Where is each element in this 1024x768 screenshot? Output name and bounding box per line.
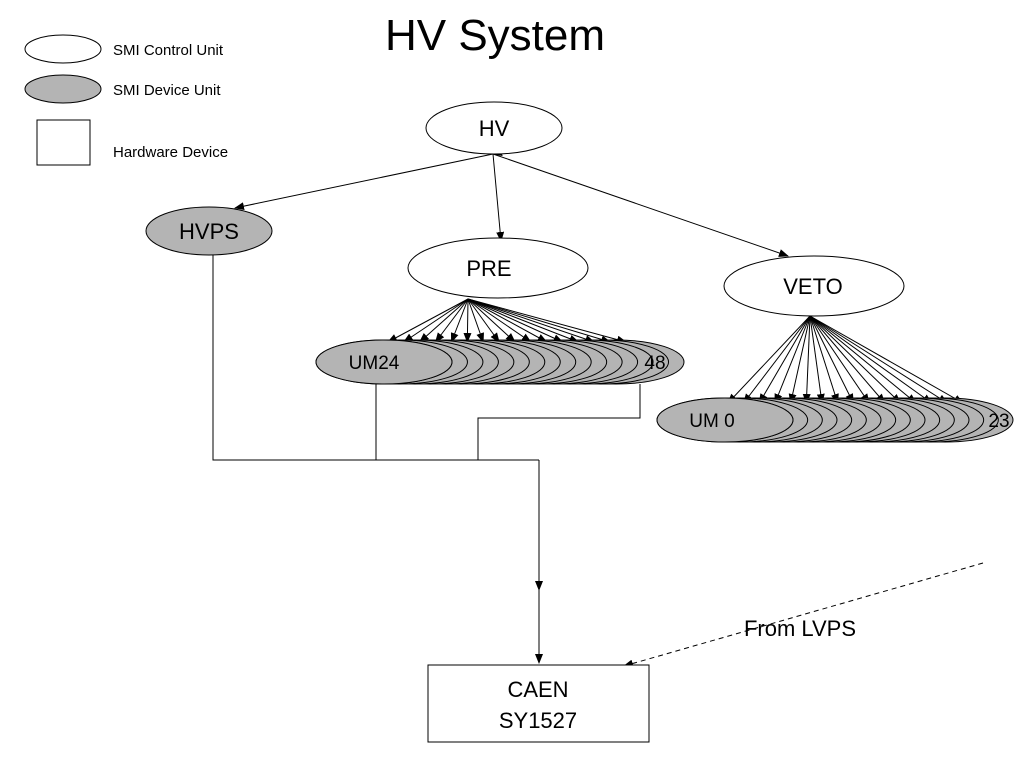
pre-fanout-arrow bbox=[467, 298, 484, 343]
pre-fanout-arrow bbox=[467, 298, 580, 343]
pre-node bbox=[407, 237, 589, 299]
hvps-node bbox=[145, 206, 273, 256]
veto-fanout-arrow bbox=[758, 315, 811, 404]
veto-fanout-arrows bbox=[727, 315, 964, 404]
pre-um-first-label: UM24 bbox=[349, 353, 400, 374]
pre-fanout-arrow bbox=[403, 298, 469, 343]
from-lvps-link bbox=[623, 562, 984, 668]
hv-node-label: HV bbox=[479, 116, 510, 141]
legend-hardware-device-symbol bbox=[36, 119, 91, 166]
caen-label-line1: CAEN bbox=[507, 677, 568, 702]
diagram-title: HV System bbox=[385, 11, 605, 60]
legend: SMI Control Unit SMI Device Unit Hardwar… bbox=[24, 34, 228, 166]
pre-fanout-arrow bbox=[467, 298, 564, 343]
veto-um-first bbox=[656, 397, 794, 443]
pre-fanout-arrow bbox=[467, 298, 548, 343]
hv-veto-link bbox=[492, 153, 789, 257]
pre-um-first bbox=[315, 339, 453, 385]
pre-node-label: PRE bbox=[466, 256, 511, 281]
hv-hvps-link bbox=[234, 148, 503, 211]
pre-fanout-arrow bbox=[387, 298, 469, 343]
pre-fanout-arrow bbox=[418, 298, 469, 343]
hv-node bbox=[425, 101, 563, 155]
legend-control-unit-label: SMI Control Unit bbox=[113, 42, 224, 59]
pre-fanout-arrow bbox=[467, 298, 612, 344]
legend-device-unit-label: SMI Device Unit bbox=[113, 82, 221, 99]
veto-fanout-arrow bbox=[809, 315, 870, 404]
pre-fanout-arrow bbox=[463, 298, 472, 343]
veto-fanout-arrow bbox=[809, 315, 949, 404]
hv-pre-link bbox=[492, 153, 505, 242]
veto-fanout-arrow bbox=[809, 315, 886, 404]
veto-fanout-arrow bbox=[809, 315, 964, 404]
pre-fanout-arrow bbox=[467, 298, 516, 343]
caen-label-line2: SY1527 bbox=[499, 708, 577, 733]
from-lvps-label: From LVPS bbox=[744, 616, 856, 641]
veto-fanout-arrow bbox=[743, 315, 811, 404]
connections bbox=[212, 148, 984, 668]
veto-um-last-label: 23 bbox=[988, 411, 1009, 432]
legend-device-unit-symbol bbox=[24, 74, 102, 104]
veto-fanout-arrow bbox=[774, 315, 811, 404]
veto-fanout-arrow bbox=[809, 315, 902, 404]
pre-fanout-arrows bbox=[387, 298, 627, 344]
veto-fanout-arrow bbox=[727, 315, 811, 404]
veto-node-label: VETO bbox=[783, 274, 843, 299]
legend-control-unit-symbol bbox=[24, 34, 102, 64]
pre-fanout-arrow bbox=[467, 298, 500, 343]
pre-wire-right bbox=[477, 384, 641, 460]
veto-fanout-arrow bbox=[809, 315, 839, 404]
hvps-wire bbox=[212, 255, 539, 461]
veto-fanout-arrow bbox=[809, 315, 825, 404]
veto-fanout-arrow bbox=[809, 315, 854, 404]
veto-fanout-arrow bbox=[809, 315, 917, 404]
hvps-node-label: HVPS bbox=[179, 219, 239, 244]
pre-fanout-arrow bbox=[467, 298, 532, 343]
pre-fanout-arrow bbox=[450, 298, 469, 343]
veto-fanout-arrow bbox=[809, 315, 933, 404]
veto-node bbox=[723, 255, 905, 317]
veto-fanout-arrow bbox=[788, 315, 811, 404]
legend-hardware-device-label: Hardware Device bbox=[113, 144, 228, 161]
veto-fanout-arrow bbox=[802, 315, 811, 404]
pre-um-last-label: 48 bbox=[644, 353, 665, 374]
pre-fanout-arrow bbox=[467, 298, 627, 344]
pre-fanout-arrow bbox=[434, 298, 469, 343]
veto-um-first-label: UM 0 bbox=[689, 411, 734, 432]
caen-hardware-box bbox=[427, 664, 650, 743]
pre-fanout-arrow bbox=[467, 298, 596, 343]
